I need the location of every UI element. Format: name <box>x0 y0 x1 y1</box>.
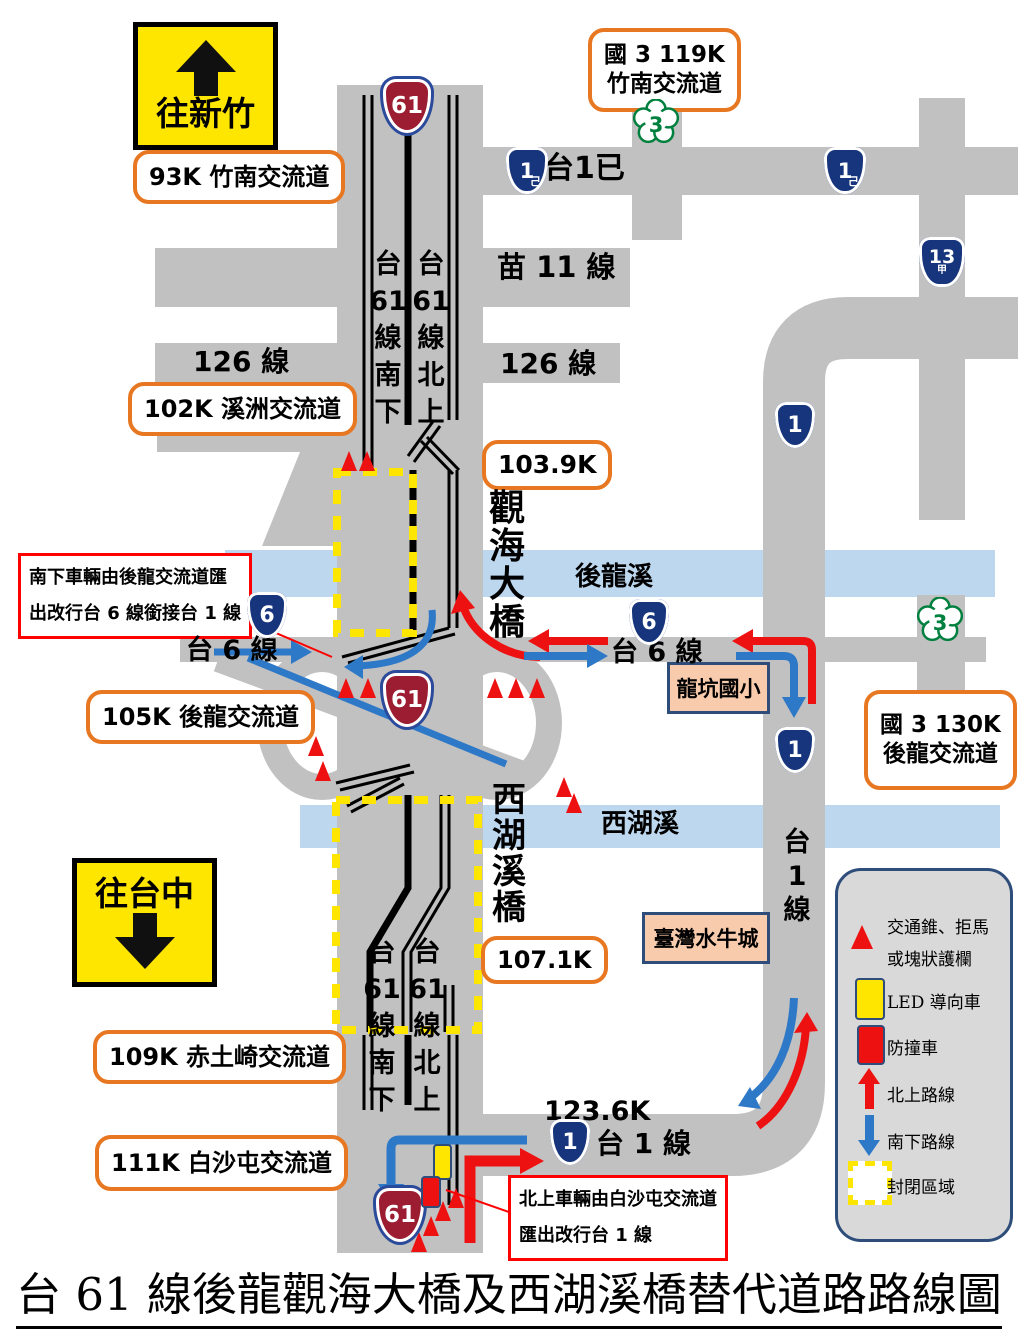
led-vehicle-legend-icon <box>855 978 885 1020</box>
note-southbound-detour: 南下車輛由後龍交流道匯 出改行台 6 線銜接台 1 線 <box>18 553 253 639</box>
sign-to-taichung: 往台中 <box>72 858 217 987</box>
closed-area-guanhai-bridge <box>333 468 417 637</box>
plum-blossom-icon <box>633 99 679 144</box>
sign-to-hsinchu: 往新竹 <box>133 22 278 150</box>
southbound-legend-arrow-icon <box>858 1115 880 1156</box>
down-arrow-icon <box>114 912 175 969</box>
shield-tai-1-south: 1 <box>550 1119 590 1165</box>
label-tai-1-junction: 台 1 線 <box>596 1127 691 1160</box>
legend-panel: 交通錐、拒馬 或塊狀護欄 LED 導向車 防撞車 北上路線 南下路線 封閉區域 <box>835 868 1013 1242</box>
box-102k-xizhou-interchange: 102K 溪洲交流道 <box>128 382 358 436</box>
note-northbound-detour: 北上車輛由白沙屯交流道 匯出改行台 1 線 <box>508 1175 728 1261</box>
map-title: 台 61 線後龍觀海大橋及西湖溪橋替代道路路線圖 <box>0 1258 1018 1329</box>
legend-closed-label: 封閉區域 <box>887 1178 955 1198</box>
label-houlong-river: 後龍溪 <box>575 562 654 592</box>
box-107-1k-marker: 107.1K <box>481 936 608 984</box>
label-tai-6-east: 台 6 線 <box>611 637 703 668</box>
crash-cushion-vehicle-icon <box>421 1176 441 1208</box>
sign-to-taichung-label: 往台中 <box>95 874 194 914</box>
legend-led-label: LED 導向車 <box>887 993 981 1013</box>
plum-blossom-icon <box>917 597 963 642</box>
closed-area-legend-icon <box>848 1161 892 1205</box>
legend-southbound-label: 南下路線 <box>887 1133 955 1153</box>
northbound-legend-arrow-icon <box>858 1068 880 1109</box>
label-miaoli-11: 苗 11 線 <box>497 250 616 284</box>
box-93k-zhunan-interchange: 93K 竹南交流道 <box>133 150 346 204</box>
label-guanhai-bridge: 觀海 大橋 <box>488 488 525 643</box>
sign-to-hsinchu-label: 往新竹 <box>156 93 255 133</box>
legend-cone-label-2: 或塊狀護欄 <box>887 950 972 970</box>
southbound-route-arrows <box>214 609 798 1190</box>
label-xihu-river: 西湖溪 <box>601 809 680 839</box>
closed-area-xihu-bridge <box>332 796 482 1034</box>
box-103-9k-marker: 103.9K <box>482 440 613 490</box>
legend-cone-label-1: 交通錐、拒馬 <box>887 918 989 938</box>
poi-longkeng-school: 龍坑國小 <box>667 662 770 714</box>
label-tai-1ji: 台1已 <box>544 151 625 186</box>
shield-freeway-3-south: 3 <box>917 597 963 643</box>
poi-taiwan-buffalo-city: 臺灣水牛城 <box>642 912 770 964</box>
box-111k-baishatun-interchange: 111K 白沙屯交流道 <box>95 1135 349 1191</box>
led-guide-vehicle-icon <box>433 1144 452 1180</box>
label-tai-6-west: 台 6 線 <box>186 635 278 666</box>
box-105k-houlong-interchange: 105K 後龍交流道 <box>86 690 316 744</box>
shield-freeway-3-north: 3 <box>633 99 679 145</box>
up-arrow-icon <box>175 39 236 96</box>
label-route-126-east: 126 線 <box>500 347 597 380</box>
lane-centerlines <box>366 133 412 1105</box>
shield-tai-61-middle: 61 <box>383 673 431 727</box>
box-freeway3-130k-houlong: 國 3 130K 後龍交流道 <box>864 690 1017 790</box>
box-109k-chitu-interchange: 109K 赤土崎交流道 <box>93 1030 347 1084</box>
legend-northbound-label: 北上路線 <box>887 1086 955 1106</box>
river-houlong-band <box>225 550 995 597</box>
ramp-102k <box>157 433 337 546</box>
legend-crash-label: 防撞車 <box>887 1039 938 1059</box>
crash-vehicle-legend-icon <box>857 1025 885 1065</box>
cone-legend-icon <box>851 925 873 949</box>
northbound-route-arrowheads <box>451 590 818 1174</box>
label-xihu-bridge: 西湖 溪橋 <box>492 780 526 928</box>
label-route-126-west: 126 線 <box>193 345 290 378</box>
